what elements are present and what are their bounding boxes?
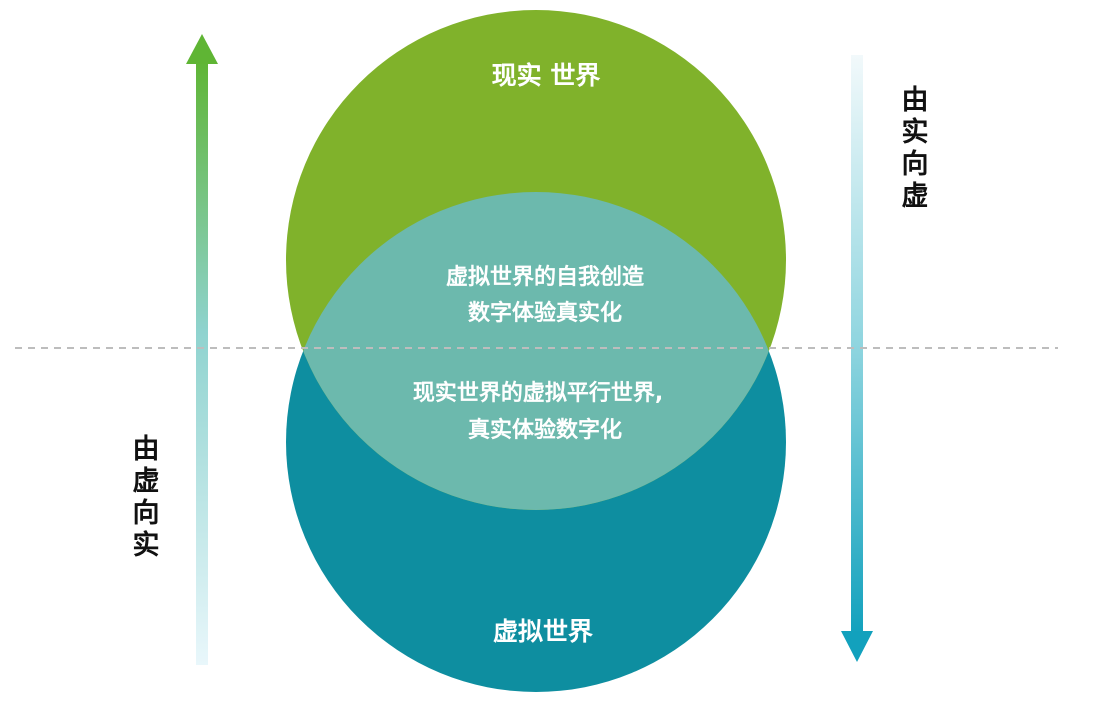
overlap-upper-line-1: 虚拟世界的自我创造 bbox=[446, 264, 644, 290]
right-label-char: 由 bbox=[902, 85, 929, 116]
left-arrow-head bbox=[186, 34, 218, 64]
right-arrow-head bbox=[841, 631, 873, 662]
overlap-upper-line-2: 数字体验真实化 bbox=[468, 300, 622, 326]
left-arrow-up bbox=[186, 34, 218, 665]
right-arrow-down bbox=[841, 55, 873, 662]
bottom-circle-title: 虚拟世界 bbox=[493, 617, 593, 646]
right-arrow-shaft bbox=[851, 55, 863, 635]
top-circle-title: 现实 世界 bbox=[492, 61, 601, 90]
left-arrow-shaft bbox=[196, 60, 208, 665]
left-label-char: 实 bbox=[133, 529, 160, 561]
right-label-char: 实 bbox=[902, 116, 929, 148]
right-label-char: 向 bbox=[902, 148, 929, 180]
right-label-char: 虚 bbox=[902, 181, 929, 212]
left-label-char: 向 bbox=[133, 497, 160, 529]
left-label-char: 由 bbox=[133, 434, 160, 465]
left-label-char: 虚 bbox=[133, 466, 160, 497]
overlap-lower-line-1: 现实世界的虚拟平行世界, bbox=[413, 380, 663, 406]
overlap-region bbox=[286, 192, 786, 510]
right-arrow-label: 由 实 向 虚 bbox=[902, 85, 929, 212]
overlap-lower-line-2: 真实体验数字化 bbox=[468, 417, 622, 443]
left-arrow-label: 由 虚 向 实 bbox=[133, 434, 160, 561]
